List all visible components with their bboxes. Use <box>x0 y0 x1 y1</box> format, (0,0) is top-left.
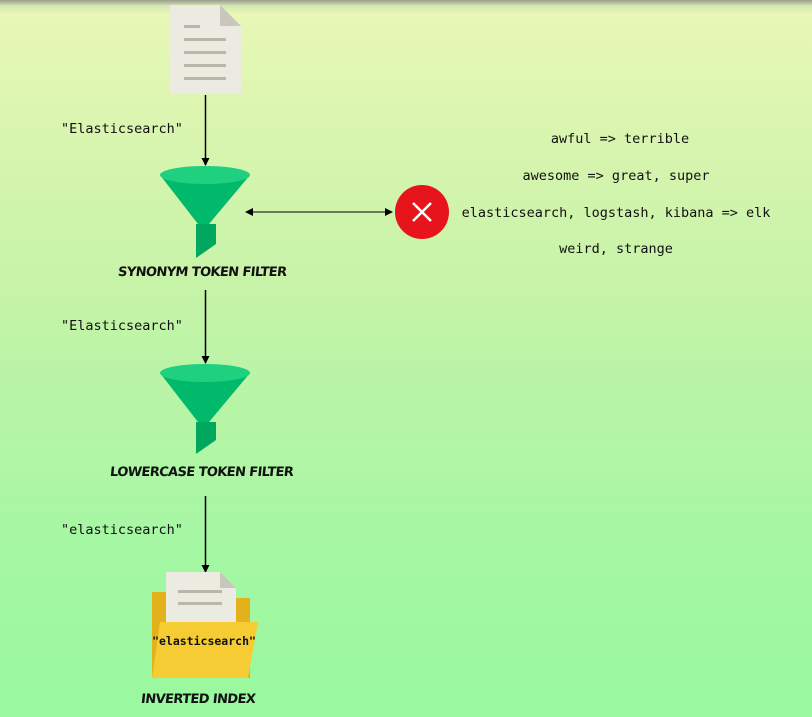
index-term: "elasticsearch" <box>152 634 256 648</box>
inverted-index-folder-icon <box>152 572 258 678</box>
token-after-lowercase: "elasticsearch" <box>61 522 183 538</box>
lowercase-funnel-icon <box>160 364 250 454</box>
synonym-filter-label: SYNONYM TOKEN FILTER <box>117 265 288 280</box>
synonym-rule: awesome => great, super <box>522 168 710 184</box>
inverted-index-label: INVERTED INDEX <box>140 692 256 707</box>
lowercase-filter-label: LOWERCASE TOKEN FILTER <box>109 465 294 480</box>
synonym-rule: weird, strange <box>559 241 673 257</box>
token-after-synonym: "Elasticsearch" <box>61 318 183 334</box>
synonym-rule: elasticsearch, logstash, kibana => elk <box>461 205 771 221</box>
token-original: "Elasticsearch" <box>61 121 183 137</box>
synonym-rule: awful => terrible <box>550 131 690 147</box>
synonym-funnel-icon <box>160 166 250 258</box>
no-match-x-icon <box>395 185 449 239</box>
document-icon <box>170 5 241 94</box>
